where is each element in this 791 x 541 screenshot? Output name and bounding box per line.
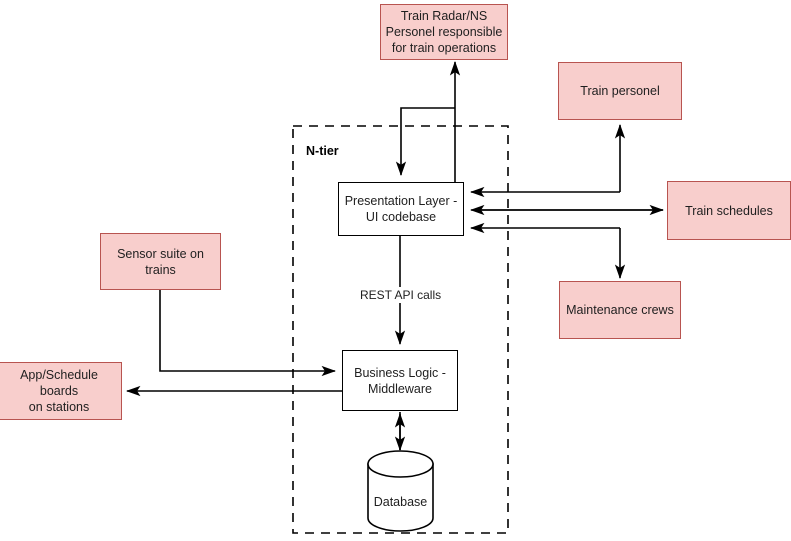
edge-downlink-to-presentation	[395, 107, 455, 176]
node-maintenance-crews[interactable]: Maintenance crews	[559, 281, 681, 339]
node-train-radar[interactable]: Train Radar/NS Personel responsible for …	[380, 4, 508, 60]
node-train-personel[interactable]: Train personel	[558, 62, 682, 120]
node-database-label[interactable]: Database	[373, 495, 428, 509]
node-sensor-suite[interactable]: Sensor suite on trains	[100, 233, 221, 290]
node-app-schedule-boards[interactable]: App/Schedule boards on stations	[0, 362, 122, 420]
node-business-logic[interactable]: Business Logic - Middleware	[342, 350, 458, 411]
edge-label-rest-api: REST API calls	[357, 287, 445, 303]
node-train-schedules[interactable]: Train schedules	[667, 181, 791, 240]
n-tier-label: N-tier	[306, 144, 339, 158]
database-cylinder	[367, 450, 434, 532]
n-tier-boundary	[292, 125, 509, 534]
edge-sensor-suite-to-business-logic	[159, 290, 336, 377]
node-presentation-layer[interactable]: Presentation Layer - UI codebase	[338, 182, 464, 236]
